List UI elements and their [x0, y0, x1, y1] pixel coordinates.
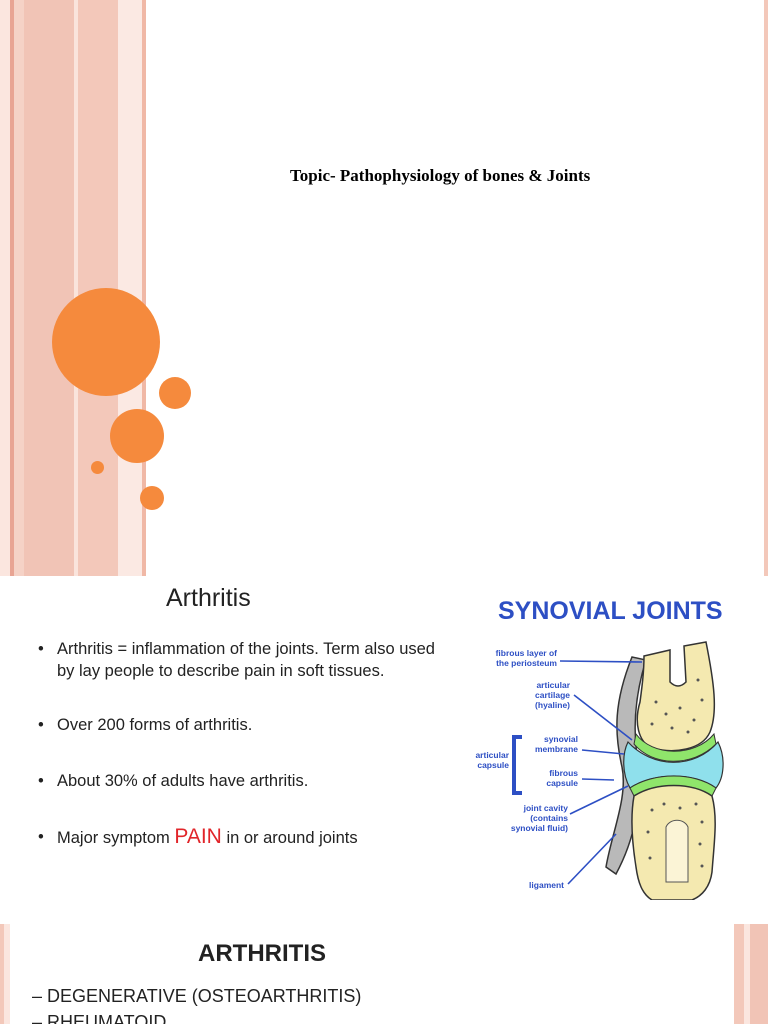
list-item: – RHEUMATOID — [32, 1012, 167, 1024]
decorative-stripe — [10, 0, 14, 576]
decorative-circle — [110, 409, 164, 463]
bullet-item: Major symptom PAIN in or around joints — [36, 826, 456, 849]
slide-heading: ARTHRITIS — [198, 940, 326, 967]
decorative-stripe — [744, 924, 750, 1024]
bullet-item: Arthritis = inflammation of the joints. … — [36, 638, 456, 682]
decorative-stripe — [74, 0, 78, 576]
decorative-stripe — [0, 924, 4, 1024]
bullet-item: Over 200 forms of arthritis. — [36, 714, 456, 736]
label-synovial-membrane: synovial — [544, 734, 578, 744]
decorative-stripe — [4, 924, 10, 1024]
decorative-stripe — [118, 0, 142, 576]
bullet-list: Arthritis = inflammation of the joints. … — [36, 638, 456, 849]
label-articular-cartilage: cartilage — [535, 690, 570, 700]
label-articular-cartilage: articular — [536, 680, 570, 690]
decorative-stripe — [14, 0, 24, 576]
label-fibrous-capsule: capsule — [546, 778, 578, 788]
upper-bone — [636, 641, 716, 752]
decorative-stripe — [750, 924, 768, 1024]
decorative-circle — [140, 486, 164, 510]
decorative-stripe — [24, 0, 74, 576]
decorative-circle-small — [91, 461, 104, 474]
arthritis-types-slide: ARTHRITIS – DEGENERATIVE (OSTEOARTHRITIS… — [0, 900, 768, 1024]
label-pointers — [559, 660, 643, 885]
synovial-joint-diagram: SYNOVIAL JOINTS — [475, 597, 724, 900]
decorative-stripe — [142, 0, 146, 576]
label-ligament: ligament — [529, 880, 564, 890]
decorative-circle-large — [52, 288, 160, 396]
bullet-item: About 30% of adults have arthritis. — [36, 770, 456, 792]
decorative-stripe — [0, 0, 10, 576]
label-joint-cavity: synovial fluid) — [511, 823, 568, 833]
label-articular-cartilage: (hyaline) — [535, 700, 570, 710]
label-joint-cavity: joint cavity — [523, 803, 569, 813]
highlight-word: PAIN — [174, 825, 222, 848]
label-articular-capsule: capsule — [477, 760, 509, 770]
label-synovial-membrane: membrane — [535, 744, 578, 754]
bullet-text: Major symptom — [57, 829, 170, 847]
bullet-text: in or around joints — [226, 829, 358, 847]
decorative-circle — [159, 377, 191, 409]
label-joint-cavity: (contains — [530, 813, 568, 823]
label-fibrous-capsule: fibrous — [549, 768, 578, 778]
bone-texture — [646, 678, 704, 868]
arthritis-slide: Arthritis Arthritis = inflammation of th… — [0, 576, 768, 900]
decorative-stripe — [764, 0, 768, 576]
title-slide: Topic- Pathophysiology of bones & Joints — [0, 0, 768, 576]
label-articular-capsule: articular — [475, 750, 509, 760]
label-fibrous-layer: fibrous layer of — [496, 648, 558, 658]
decorative-stripe — [734, 924, 744, 1024]
label-fibrous-layer: the periosteum — [496, 658, 557, 668]
slide-title: Topic- Pathophysiology of bones & Joints — [290, 166, 591, 185]
capsule-bracket — [512, 735, 522, 795]
marrow-cavity — [665, 819, 689, 883]
list-item: – DEGENERATIVE (OSTEOARTHRITIS) — [32, 986, 362, 1006]
diagram-title: SYNOVIAL JOINTS — [498, 597, 723, 625]
slide-heading: Arthritis — [166, 584, 251, 612]
